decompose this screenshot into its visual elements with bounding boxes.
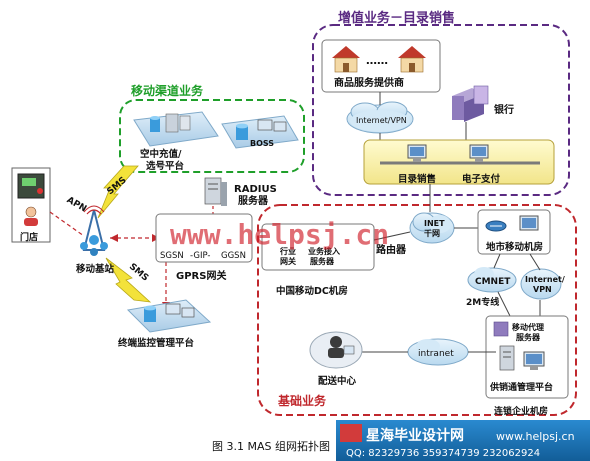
database-icon — [236, 123, 248, 140]
figure-caption: 图 3.1 MAS 组网拓扑图 — [212, 439, 330, 453]
service-access-label-1: 业务接入 — [308, 246, 340, 256]
gprs-gateway-label: GPRS网关 — [176, 269, 226, 282]
computer-icon — [407, 144, 427, 162]
intranet-cloud — [407, 338, 469, 366]
banner-title: 星海毕业设计网 — [366, 427, 464, 444]
radius-server-icon — [204, 177, 227, 206]
sms-bottom-label: SMS — [127, 262, 150, 284]
inet-cloud — [409, 212, 455, 244]
link-store-base — [49, 211, 85, 237]
arrow-left — [110, 234, 118, 242]
supplier-label: 商品服务提供商 — [334, 76, 404, 89]
link-cmnet-chain — [497, 291, 511, 317]
router-label: 路由器 — [376, 243, 407, 256]
banner-qq: QQ: 82329736 359374739 232062924 — [346, 448, 540, 459]
internet-vpn-right-label-2: VPN — [533, 285, 552, 294]
server-icon — [165, 113, 191, 133]
database-icon — [150, 116, 160, 132]
computer-icon — [523, 351, 545, 370]
internet-vpn-top-label: Internet/VPN — [356, 116, 407, 125]
store-label: 门店 — [20, 231, 38, 243]
sms-lightning-top — [97, 165, 139, 219]
sgsn-label: SGSN — [160, 251, 184, 261]
sms-lightning-bottom — [105, 257, 152, 303]
air-recharge-label-2: 选号平台 — [146, 160, 185, 172]
router-icon — [485, 220, 507, 232]
boss-label: BOSS — [250, 139, 274, 148]
base-station-icon — [80, 205, 108, 256]
industry-gw-label-2: 网关 — [280, 256, 296, 266]
value-added-title: 增值业务－目录销售 — [338, 10, 455, 26]
house-icon — [398, 46, 426, 73]
computer-icon — [469, 144, 489, 162]
internet-vpn-right-label-1: Internet/ — [525, 275, 565, 284]
user-icon — [24, 206, 38, 226]
air-recharge-label-1: 空中充值/ — [140, 148, 182, 160]
cmnet-cloud — [467, 267, 517, 293]
database-icon — [144, 305, 156, 322]
internet-vpn-right-cloud — [520, 268, 562, 300]
dc-room-box — [261, 223, 375, 271]
service-access-label-2: 服务器 — [310, 256, 335, 266]
computer-icon — [257, 119, 287, 132]
bank-server-icon — [452, 85, 489, 122]
watermark-text: www.helpsj.cn — [170, 218, 389, 251]
server-tower-icon — [499, 345, 515, 371]
cmnet-label: CMNET — [475, 277, 511, 287]
agent-server-label-1: 移动代理 — [512, 322, 544, 332]
internet-vpn-cloud — [346, 101, 414, 134]
ggsn-label: GGSN — [221, 251, 246, 261]
basic-title: 基础业务 — [277, 393, 327, 408]
link-city-cmnet — [493, 253, 501, 269]
pos-terminal-icon — [17, 173, 45, 199]
dots-label: …… — [366, 54, 388, 67]
inet-label-1: INET — [424, 219, 445, 228]
industry-gw-label-1: 行业 — [279, 246, 296, 256]
terminal-monitor-label: 终端监控管理平台 — [117, 337, 195, 349]
gip-label: -GIP- — [190, 251, 210, 261]
radius-label-2: 服务器 — [238, 194, 269, 207]
base-station-label: 移动基站 — [76, 263, 115, 275]
catalog-sales-label: 目录销售 — [398, 173, 436, 185]
delivery-label: 配送中心 — [318, 375, 357, 387]
computer-icon — [165, 303, 195, 318]
basic-frame — [257, 204, 577, 416]
gprs-gateway-box — [155, 213, 253, 263]
supply-platform-label: 供销通管理平台 — [489, 381, 553, 393]
banner-url: www.helpsj.cn — [496, 430, 575, 443]
radius-label-1: RADIUS — [234, 184, 277, 195]
e-payment-label: 电子支付 — [462, 173, 501, 185]
value-added-frame — [312, 24, 570, 196]
intranet-label: intranet — [418, 349, 454, 359]
link-city-vpn — [529, 253, 541, 271]
delivery-center-icon — [309, 331, 363, 369]
line-2m-label: 2M专线 — [466, 296, 499, 308]
mobile-channel-title: 移动渠道业务 — [131, 83, 204, 98]
house-icon — [332, 46, 360, 73]
inet-label-2: 干网 — [424, 229, 440, 238]
chain-room-label: 连锁企业机房 — [494, 405, 548, 417]
link-dc-inet — [373, 231, 411, 241]
bank-label: 银行 — [494, 103, 514, 116]
site-banner: 星海毕业设计网 www.helpsj.cn QQ: 82329736 35937… — [336, 420, 590, 461]
computer-icon — [519, 215, 539, 231]
agent-server-label-2: 服务器 — [516, 332, 541, 342]
agent-server-icon — [493, 321, 509, 337]
dc-room-label: 中国移动DC机房 — [276, 285, 348, 297]
city-room-label: 地市移动机房 — [486, 241, 543, 253]
